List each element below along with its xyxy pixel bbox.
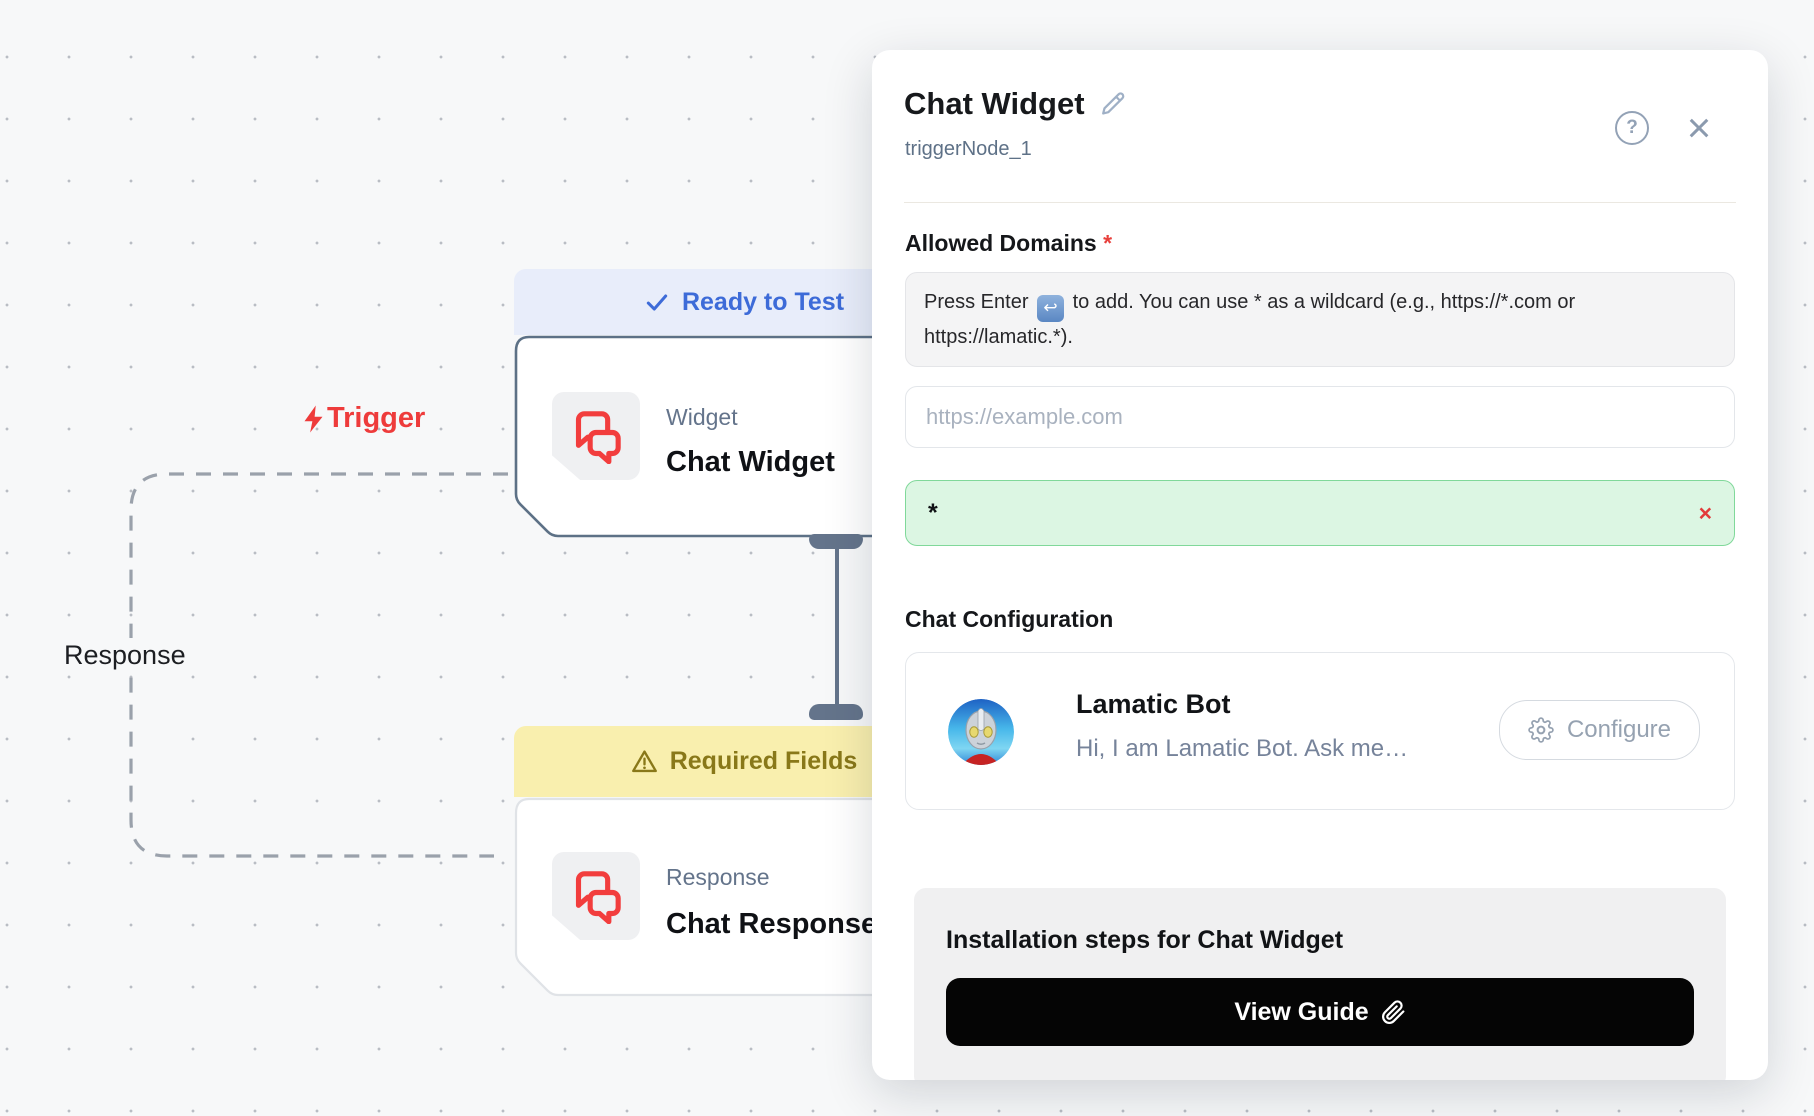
chat-widget-config-panel: Chat Widget triggerNode_1 ? × Allowed Do…	[872, 50, 1768, 1080]
response-edge-label: Response	[56, 638, 194, 673]
response-node-title: Chat Response	[666, 908, 878, 940]
ready-badge-text: Ready to Test	[681, 287, 845, 316]
close-panel-button[interactable]: ×	[1686, 104, 1712, 151]
trigger-node-category: Widget	[666, 404, 738, 430]
trigger-output-port[interactable]	[809, 534, 863, 549]
trigger-node-title: Chat Widget	[666, 446, 835, 478]
chat-configuration-label: Chat Configuration	[905, 606, 1114, 632]
chat-widget-node-icon-box	[552, 392, 640, 480]
help-button[interactable]: ?	[1615, 111, 1649, 145]
chat-response-node-icon-box	[552, 852, 640, 940]
view-guide-button[interactable]: View Guide	[946, 978, 1694, 1046]
response-input-port[interactable]	[809, 704, 863, 720]
configure-button[interactable]: Configure	[1498, 700, 1700, 760]
domain-input[interactable]	[905, 386, 1735, 448]
allowed-domains-label: Allowed Domains *	[905, 230, 1113, 256]
lamatic-bot-avatar	[948, 699, 1014, 765]
domain-value: *	[928, 498, 938, 527]
paperclip-icon	[1381, 999, 1405, 1024]
check-icon	[646, 294, 668, 311]
installation-heading: Installation steps for Chat Widget	[946, 926, 1344, 954]
trigger-edge-label: Trigger	[300, 402, 425, 435]
lightning-bolt-icon	[304, 405, 323, 432]
bot-name: Lamatic Bot	[1076, 689, 1231, 719]
panel-title: Chat Widget	[904, 86, 1085, 121]
node-connector-line	[835, 540, 839, 708]
required-asterisk: *	[1103, 230, 1113, 256]
bot-card: Lamatic Bot Hi, I am Lamatic Bot. Ask me…	[905, 652, 1735, 810]
help-icon: ?	[1626, 117, 1638, 138]
warning-triangle-icon	[631, 750, 657, 773]
configure-button-label: Configure	[1566, 716, 1671, 743]
node-id-label: triggerNode_1	[905, 138, 1032, 160]
installation-section: Installation steps for Chat Widget View …	[914, 888, 1726, 1080]
chat-bubbles-icon	[575, 871, 621, 924]
allowed-domains-help-text: Press Enter ↩ to add. You can use * as a…	[905, 272, 1735, 367]
trigger-edge-label-text: Trigger	[327, 402, 426, 434]
bot-tagline: Hi, I am Lamatic Bot. Ask me…	[1076, 735, 1409, 762]
remove-domain-button[interactable]: ×	[1698, 499, 1712, 526]
chat-bubbles-icon	[575, 411, 621, 464]
header-divider	[904, 202, 1736, 203]
view-guide-label: View Guide	[1234, 997, 1369, 1026]
response-node-category: Response	[666, 864, 770, 890]
enter-key-icon: ↩	[1037, 294, 1065, 322]
allowed-domain-entry: * ×	[905, 480, 1735, 546]
gear-icon	[1528, 717, 1554, 743]
required-badge-text: Required Fields	[669, 747, 858, 775]
edit-pencil-icon[interactable]	[1099, 90, 1127, 118]
panel-header: Chat Widget	[904, 86, 1127, 122]
